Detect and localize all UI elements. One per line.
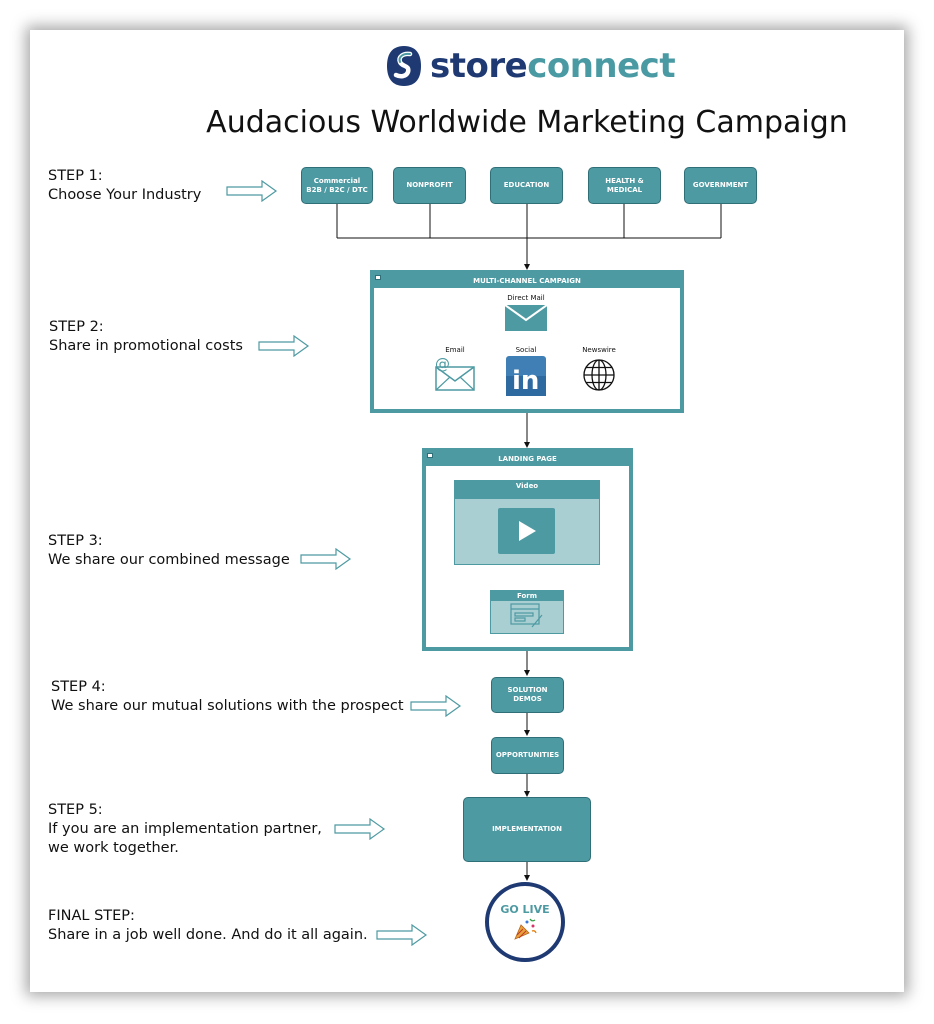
play-icon[interactable]: [498, 508, 555, 554]
step-2-text: Share in promotional costs: [49, 338, 243, 354]
storeconnect-logo-icon: [387, 46, 421, 86]
svg-text:@: @: [435, 356, 450, 373]
video-panel-title: Video: [455, 481, 599, 499]
implementation-box: IMPLEMENTATION: [463, 797, 591, 862]
solution-line2: DEMOS: [513, 695, 542, 703]
industry-health-line2: MEDICAL: [606, 185, 643, 194]
step-3-heading: STEP 3:: [48, 533, 103, 549]
form-panel: Form: [490, 590, 564, 634]
logo-text-dark: store: [430, 46, 528, 86]
industry-nonprofit-label: NONPROFIT: [406, 181, 453, 189]
step-1-arrow-icon: [226, 180, 278, 202]
step-final-text: Share in a job well done. And do it all …: [48, 927, 368, 943]
step-5-heading: STEP 5:: [48, 802, 103, 818]
opportunities-box: OPPORTUNITIES: [491, 737, 564, 774]
step-5-arrow-icon: [334, 818, 386, 840]
form-icon: [510, 603, 543, 628]
svg-text:in: in: [512, 366, 539, 396]
storeconnect-logo: storeconnect: [386, 44, 676, 88]
industry-government-label: GOVERNMENT: [692, 181, 749, 189]
go-live-circle: GO LIVE: [485, 882, 565, 962]
logo-text-light: connect: [527, 46, 676, 86]
step-5: STEP 5: If you are an implementation par…: [48, 801, 322, 858]
industry-health-medical: HEALTH & MEDICAL: [588, 167, 661, 204]
industry-government: GOVERNMENT: [684, 167, 757, 204]
step-2-heading: STEP 2:: [49, 319, 104, 335]
step-4: STEP 4: We share our mutual solutions wi…: [51, 678, 404, 716]
step-3-text: We share our combined message: [48, 552, 290, 568]
step-final-heading: FINAL STEP:: [48, 908, 135, 924]
step-3-arrow-icon: [300, 548, 352, 570]
step-1-text: Choose Your Industry: [48, 187, 202, 203]
step-5-text-2: we work together.: [48, 840, 179, 856]
final-step-arrow-icon: [376, 924, 428, 946]
logo-wordmark: storeconnect: [430, 44, 676, 88]
newswire-label: Newswire: [582, 346, 616, 354]
form-panel-title: Form: [491, 591, 563, 601]
landing-header-label: LANDING PAGE: [498, 455, 557, 463]
industry-nonprofit: NONPROFIT: [393, 167, 466, 204]
step-final: FINAL STEP: Share in a job well done. An…: [48, 907, 368, 945]
landing-header: LANDING PAGE: [426, 452, 629, 466]
step-4-text: We share our mutual solutions with the p…: [51, 698, 404, 714]
step-2-arrow-icon: [258, 335, 310, 357]
industry-education-label: EDUCATION: [503, 181, 550, 189]
globe-icon: [583, 359, 615, 391]
step-2: STEP 2: Share in promotional costs: [49, 318, 243, 356]
solution-demos-box: SOLUTION DEMOS: [491, 677, 564, 713]
step-1: STEP 1: Choose Your Industry: [48, 167, 201, 205]
industry-commercial-line1: Commercial: [313, 176, 361, 185]
campaign-header-label: MULTI-CHANNEL CAMPAIGN: [473, 277, 581, 285]
opportunities-label: OPPORTUNITIES: [495, 751, 560, 759]
minimize-icon: [375, 275, 381, 280]
minimize-icon: [427, 453, 433, 458]
go-live-label: GO LIVE: [500, 903, 550, 916]
linkedin-icon: in: [506, 356, 546, 396]
industry-commercial-line2: B2B / B2C / DTC: [306, 185, 368, 194]
page-title: Audacious Worldwide Marketing Campaign: [206, 105, 848, 140]
solution-line1: SOLUTION: [507, 686, 548, 694]
social-label: Social: [515, 346, 537, 354]
industry-education: EDUCATION: [490, 167, 563, 204]
industry-health-line1: HEALTH &: [605, 176, 644, 185]
step-5-text: If you are an implementation partner,: [48, 821, 322, 837]
campaign-header: MULTI-CHANNEL CAMPAIGN: [374, 274, 680, 288]
implementation-label: IMPLEMENTATION: [492, 825, 562, 833]
envelope-icon: [505, 305, 547, 331]
step-3: STEP 3: We share our combined message: [48, 532, 290, 570]
direct-mail-label: Direct Mail: [507, 294, 545, 302]
step-4-arrow-icon: [410, 695, 462, 717]
step-4-heading: STEP 4:: [51, 679, 106, 695]
email-at-icon: @: [435, 356, 475, 391]
industry-commercial: Commercial B2B / B2C / DTC: [301, 167, 373, 204]
step-1-heading: STEP 1:: [48, 168, 103, 184]
party-popper-icon: [514, 918, 537, 940]
email-label: Email: [445, 346, 465, 354]
